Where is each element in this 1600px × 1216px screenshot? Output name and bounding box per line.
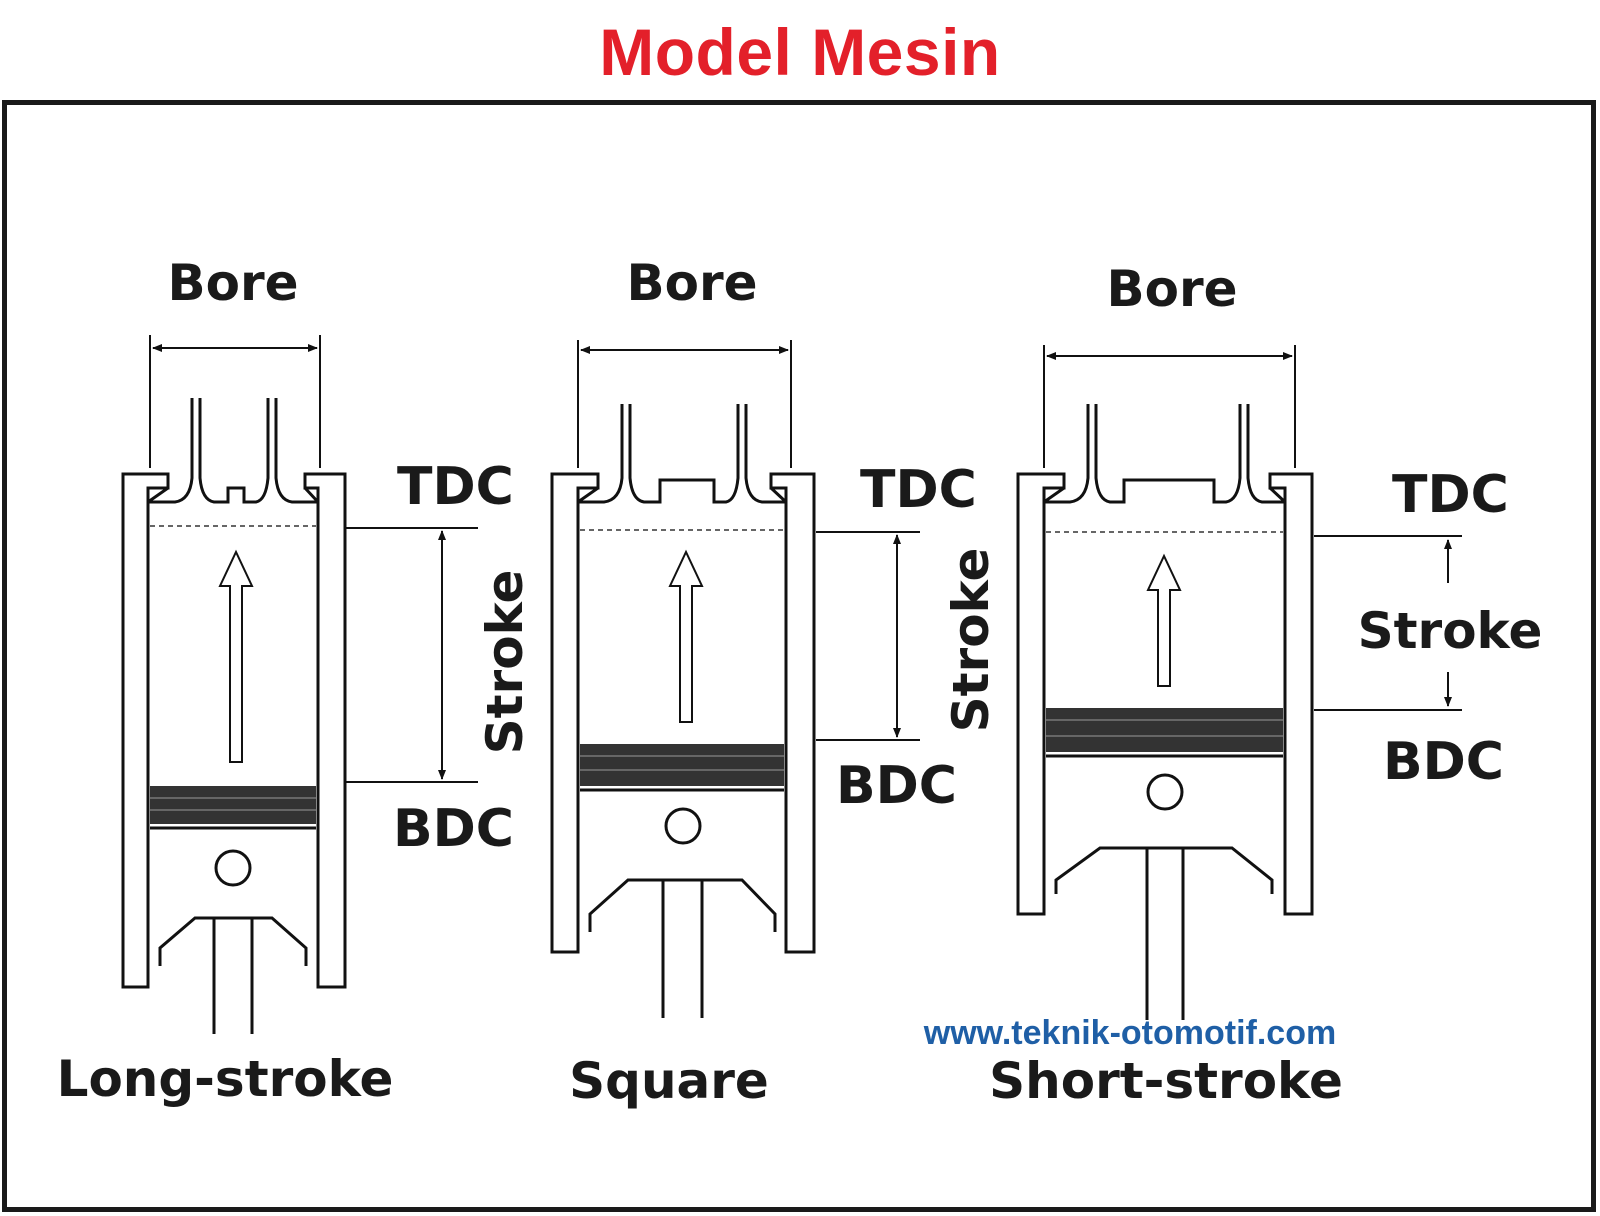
cylinder-head [577, 404, 788, 504]
piston-skirt [150, 826, 316, 966]
piston-pin [214, 849, 252, 887]
cylinder-left-wall [1016, 472, 1066, 916]
piston-pin [664, 807, 702, 845]
bdc-label: BDC [1383, 732, 1504, 792]
motion-arrow [218, 549, 254, 763]
diagram-title: Model Mesin [599, 15, 1001, 89]
bore-label: Bore [1106, 260, 1237, 318]
cylinder-right-wall [303, 472, 347, 989]
tdc-label: TDC [1392, 465, 1509, 525]
cylinder-right-wall [1268, 472, 1314, 916]
model-name-label: Long-stroke [57, 1050, 394, 1108]
cylinder-right-wall [769, 472, 816, 954]
piston-rings [1046, 708, 1283, 752]
connecting-rod [1145, 848, 1185, 1020]
model-name-label: Square [569, 1052, 769, 1110]
motion-arrow [1146, 553, 1182, 687]
piston-pin [1146, 773, 1184, 811]
cylinder-left-wall [121, 472, 170, 989]
short-stroke-engine: Bore TDC BDC Stroke Short-stroke [989, 260, 1542, 1110]
cylinder-head [147, 398, 320, 504]
bdc-label: BDC [393, 799, 514, 859]
tdc-label: TDC [397, 457, 514, 517]
square-engine: Bore TDC BDC Stroke Square [550, 254, 1000, 1110]
piston-rings [580, 744, 784, 786]
bore-label: Bore [626, 254, 757, 312]
bore-label: Bore [167, 254, 298, 312]
long-stroke-engine: Bore TDC BDC Stroke Long-stroke [57, 254, 534, 1108]
stroke-label: Stroke [942, 548, 1000, 733]
watermark-url: www.teknik-otomotif.com [923, 1014, 1336, 1052]
bdc-label: BDC [836, 756, 957, 816]
tdc-label: TDC [860, 460, 977, 520]
connecting-rod [661, 880, 704, 1018]
stroke-label: Stroke [1358, 602, 1543, 660]
piston-rings [150, 786, 316, 824]
model-name-label: Short-stroke [989, 1052, 1343, 1110]
stroke-label: Stroke [476, 570, 534, 755]
motion-arrow [668, 549, 704, 723]
piston-skirt [1046, 754, 1283, 894]
cylinder-left-wall [550, 472, 600, 954]
connecting-rod [212, 918, 254, 1034]
piston-skirt [580, 788, 784, 932]
cylinder-head [1043, 404, 1287, 504]
